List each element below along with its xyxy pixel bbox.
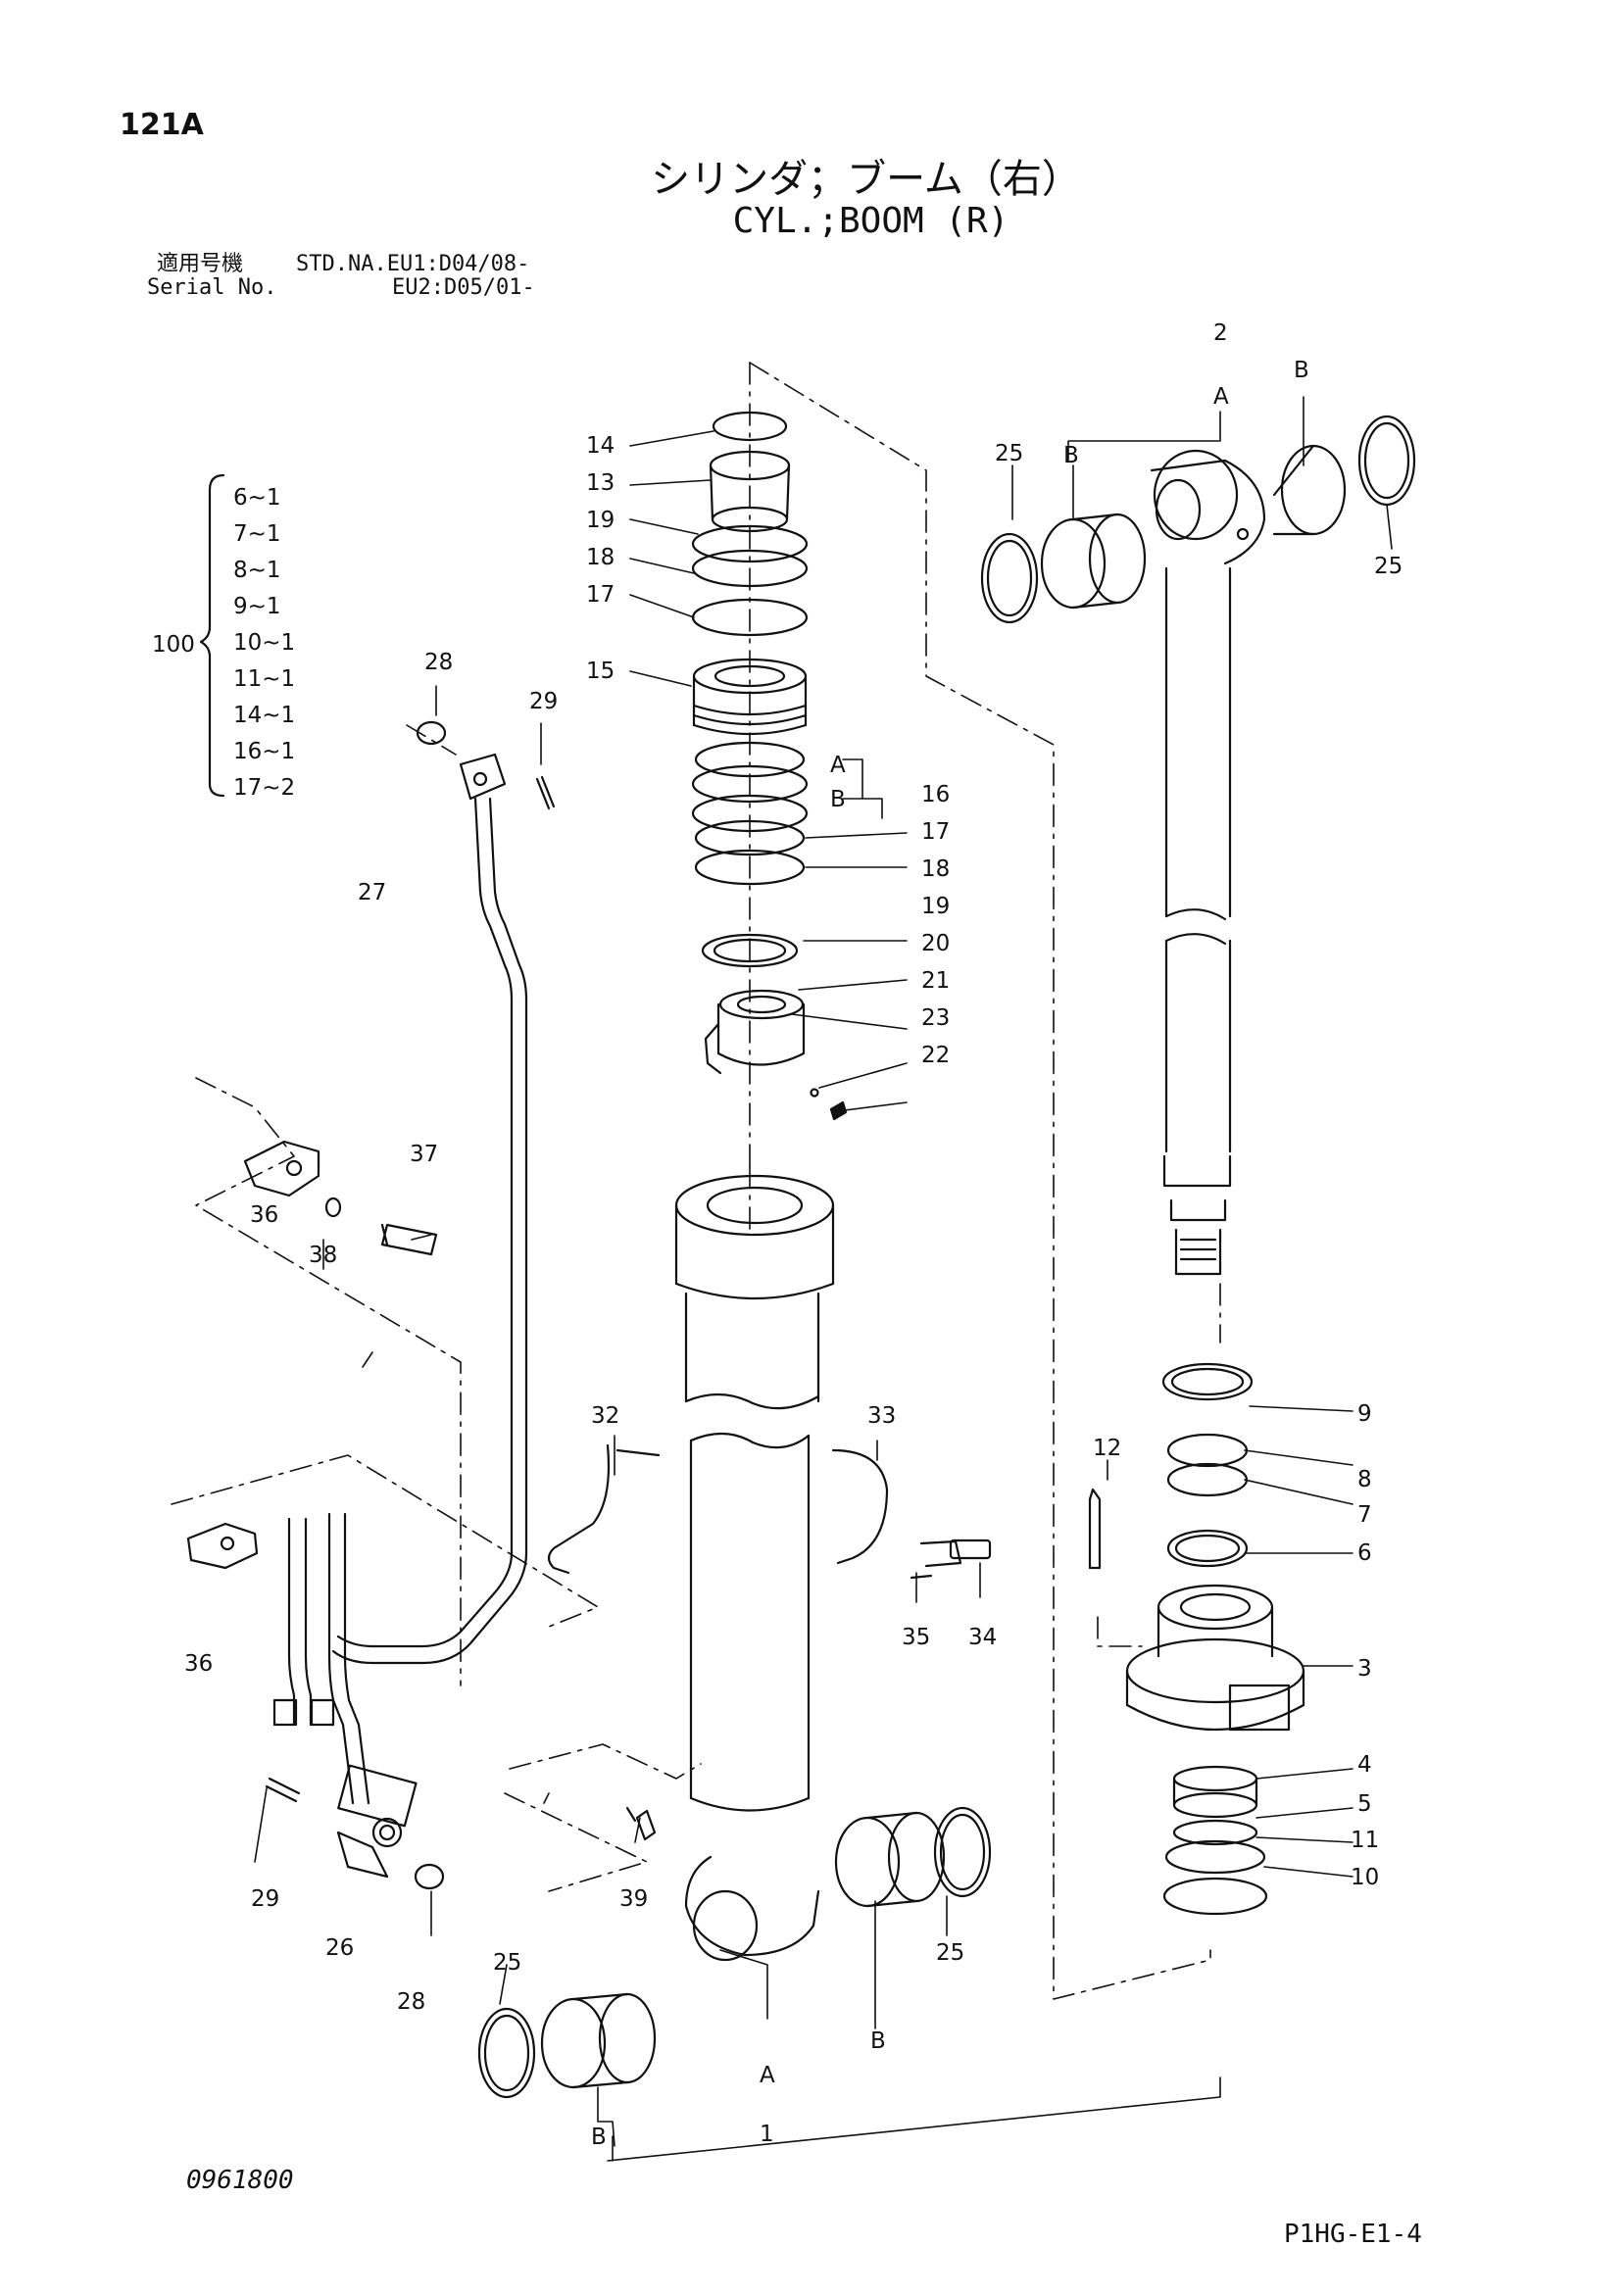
applicable-label: 適用号機 bbox=[157, 252, 244, 276]
callout-27: 27 bbox=[358, 880, 386, 905]
kit-item: 10~1 bbox=[233, 630, 295, 656]
kit-item: 16~1 bbox=[233, 739, 295, 764]
callout-9: 9 bbox=[1357, 1401, 1372, 1427]
callout-29: 29 bbox=[251, 1886, 279, 1912]
kit-item: 7~1 bbox=[233, 521, 281, 547]
callout-26: 26 bbox=[325, 1935, 354, 1961]
callout-22: 22 bbox=[921, 1043, 950, 1068]
callout-33: 33 bbox=[867, 1403, 896, 1429]
serial-line-1: STD.NA.EU1:D04/08- bbox=[296, 252, 530, 276]
alignment-lines bbox=[171, 362, 1221, 2000]
callout-10: 10 bbox=[1351, 1865, 1379, 1890]
callout-12: 12 bbox=[1093, 1436, 1121, 1461]
page-code: 121A bbox=[120, 108, 204, 142]
callout-labels: 14 13 19 18 17 15 A B 16 17 18 19 20 21 … bbox=[184, 320, 1403, 2150]
drawing-number: 0961800 bbox=[186, 2166, 294, 2195]
callout-25: 25 bbox=[995, 441, 1023, 466]
callout-38: 38 bbox=[309, 1243, 337, 1268]
kit-item: 14~1 bbox=[233, 703, 295, 728]
callout-32: 32 bbox=[591, 1403, 619, 1429]
callout-17: 17 bbox=[921, 819, 950, 845]
callout-16: 16 bbox=[921, 782, 950, 807]
bushings-upper bbox=[980, 415, 1416, 624]
kit-list: 100 6~1 7~1 8~1 9~1 10~1 11~1 14~1 16~1 … bbox=[152, 485, 295, 801]
callout-B: B bbox=[1294, 358, 1309, 383]
callout-6: 6 bbox=[1357, 1540, 1372, 1566]
kit-number: 100 bbox=[152, 632, 195, 658]
callout-B: B bbox=[830, 787, 846, 812]
callout-25: 25 bbox=[936, 1940, 964, 1966]
rod-seals bbox=[1161, 1362, 1254, 1568]
callout-19: 19 bbox=[586, 508, 615, 533]
callout-2: 2 bbox=[1213, 320, 1228, 346]
title-japanese: シリンダ；ブーム（右） bbox=[651, 157, 1081, 202]
callout-A: A bbox=[760, 2063, 775, 2088]
piston-rod bbox=[1150, 449, 1266, 1276]
callout-19: 19 bbox=[921, 894, 950, 919]
callout-8: 8 bbox=[1357, 1467, 1372, 1492]
kit-item: 6~1 bbox=[233, 485, 281, 511]
callout-11: 11 bbox=[1351, 1828, 1379, 1853]
callout-A: A bbox=[830, 753, 846, 778]
piston-seals bbox=[1162, 1765, 1268, 1916]
cylinder-head bbox=[1088, 1488, 1305, 1732]
callout-18: 18 bbox=[921, 856, 950, 882]
o-ring-28 bbox=[414, 720, 447, 1890]
callout-1: 1 bbox=[760, 2122, 774, 2147]
callout-25: 25 bbox=[493, 1950, 521, 1976]
kit-item: 8~1 bbox=[233, 558, 281, 583]
bushings-lower bbox=[477, 1806, 992, 2099]
callout-37: 37 bbox=[410, 1142, 438, 1167]
kit-item: 17~2 bbox=[233, 775, 295, 801]
callout-23: 23 bbox=[921, 1005, 950, 1031]
callout-18: 18 bbox=[586, 545, 615, 570]
kit-item: 9~1 bbox=[233, 594, 281, 619]
callout-28: 28 bbox=[424, 650, 453, 675]
kit-item: 11~1 bbox=[233, 666, 295, 692]
callout-B: B bbox=[1063, 443, 1079, 468]
clamps bbox=[186, 1140, 438, 1570]
callout-B: B bbox=[591, 2125, 607, 2150]
serial-label: Serial No. bbox=[147, 275, 277, 300]
kit-bracket bbox=[199, 473, 225, 798]
cylinder-tube bbox=[674, 1174, 835, 1962]
callout-28: 28 bbox=[397, 1989, 425, 2015]
callout-5: 5 bbox=[1357, 1791, 1372, 1817]
leader-lines bbox=[254, 396, 1393, 2162]
callout-13: 13 bbox=[586, 470, 615, 496]
callout-17: 17 bbox=[586, 582, 615, 608]
callout-36: 36 bbox=[184, 1651, 213, 1677]
callout-36: 36 bbox=[250, 1202, 278, 1228]
hose-assembly bbox=[265, 753, 556, 1879]
callout-7: 7 bbox=[1357, 1502, 1372, 1528]
callout-B: B bbox=[870, 2028, 886, 2054]
callout-3: 3 bbox=[1357, 1656, 1372, 1682]
callout-34: 34 bbox=[968, 1625, 997, 1650]
callout-4: 4 bbox=[1357, 1752, 1372, 1778]
serial-line-2: EU2:D05/01- bbox=[392, 275, 535, 300]
callout-29: 29 bbox=[529, 689, 558, 714]
callout-25: 25 bbox=[1374, 554, 1403, 579]
callout-35: 35 bbox=[902, 1625, 930, 1650]
title-english: CYL.;BOOM (R) bbox=[732, 201, 1009, 241]
callout-21: 21 bbox=[921, 968, 950, 994]
page-reference: P1HG-E1-4 bbox=[1284, 2220, 1422, 2249]
callout-39: 39 bbox=[619, 1886, 648, 1912]
piston-parts bbox=[691, 411, 848, 1121]
band-clamps bbox=[547, 1443, 992, 1580]
callout-A: A bbox=[1213, 384, 1229, 410]
callout-15: 15 bbox=[586, 659, 615, 684]
callout-14: 14 bbox=[586, 433, 615, 459]
callout-20: 20 bbox=[921, 931, 950, 956]
